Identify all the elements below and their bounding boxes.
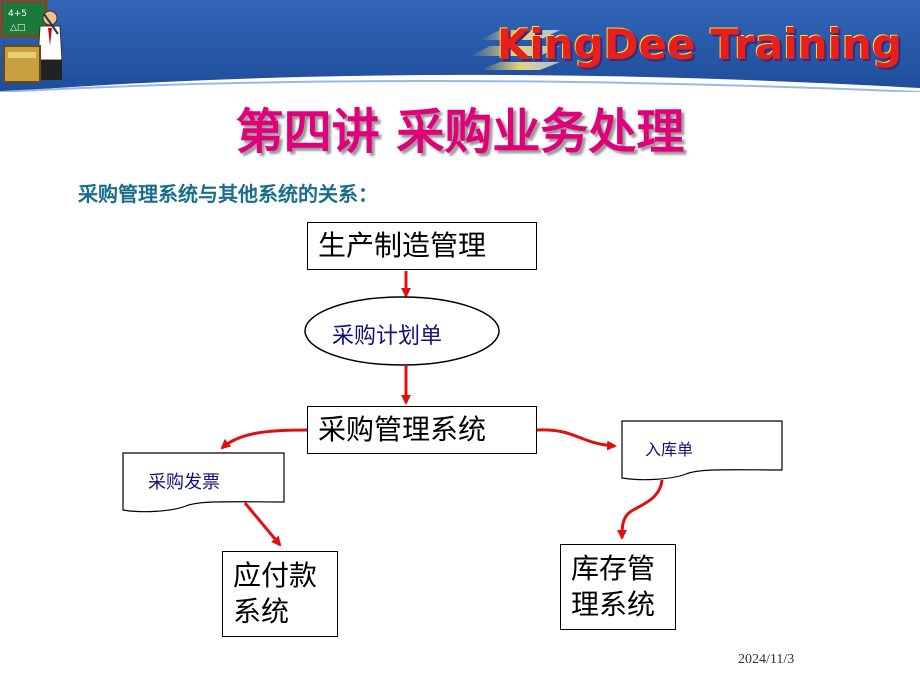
svg-text:4+5: 4+5 xyxy=(8,9,27,19)
inventory-system-box: 库存管 理系统 xyxy=(560,544,676,630)
svg-text:△□: △□ xyxy=(10,23,25,33)
purchase-plan-oval xyxy=(304,296,500,366)
purchase-plan-label: 采购计划单 xyxy=(332,324,443,349)
inventory-system-line2: 理系统 xyxy=(571,588,656,621)
arrow-purchase-mgmt-to-invoice xyxy=(220,428,308,450)
receipt-label: 入库单 xyxy=(645,440,694,459)
teacher-icon: 4+5 △□ xyxy=(0,0,63,83)
header-banner: 4+5 △□ KingDee Training xyxy=(0,0,920,92)
arrow-purchase-mgmt-to-receipt xyxy=(536,428,617,451)
production-mgmt-box: 生产制造管理 xyxy=(307,222,537,270)
arrow-invoice-to-ap xyxy=(243,502,282,547)
ap-system-line1: 应付款 xyxy=(233,559,318,592)
inventory-system-line1: 库存管 xyxy=(571,552,656,585)
receipt-document xyxy=(621,420,783,481)
purchase-invoice-label: 采购发票 xyxy=(148,472,220,493)
arrow-receipt-to-inventory xyxy=(617,479,664,540)
footer-date: 2024/11/3 xyxy=(738,652,795,667)
purchase-mgmt-box: 采购管理系统 xyxy=(307,406,537,454)
header-background xyxy=(0,0,920,92)
swoosh-stripes xyxy=(470,30,560,70)
purchase-invoice-document xyxy=(122,452,285,513)
page-title: 第四讲 采购业务处理 xyxy=(235,104,685,160)
brand-logo: KingDee Training xyxy=(496,20,902,69)
ap-system-line2: 系统 xyxy=(233,595,290,628)
ap-system-box: 应付款 系统 xyxy=(222,551,338,637)
page-subtitle: 采购管理系统与其他系统的关系： xyxy=(78,182,378,206)
